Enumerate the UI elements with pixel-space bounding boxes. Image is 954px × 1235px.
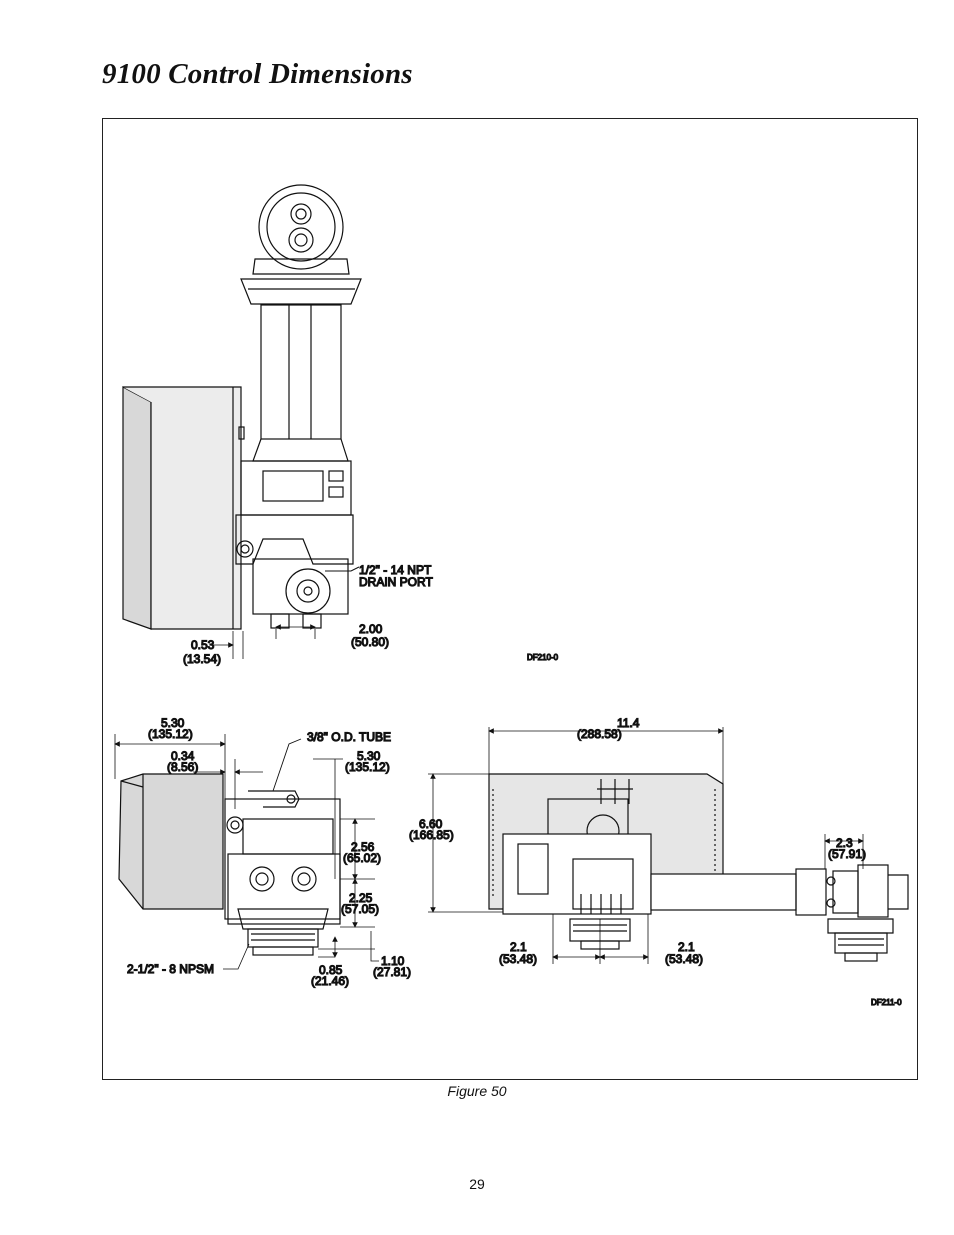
top-overall-mm: (288.58) bbox=[577, 727, 622, 741]
figure-caption: Figure 50 bbox=[447, 1083, 507, 1099]
front-h1-mm: (65.02) bbox=[343, 851, 381, 865]
riser-flange bbox=[240, 278, 362, 305]
drain-port-size-label: 1/2" - 14 NPT bbox=[359, 563, 432, 577]
inlet-port bbox=[249, 866, 275, 892]
npsm-thread bbox=[247, 928, 319, 948]
front-h2-mm: (57.05) bbox=[341, 902, 379, 916]
top-height-mm: (166.85) bbox=[409, 828, 454, 842]
front-width-mm: (135.12) bbox=[148, 727, 193, 741]
page-number: 29 bbox=[469, 1176, 485, 1192]
front-base-mm: (21.46) bbox=[311, 974, 349, 988]
front-right-mm: (135.12) bbox=[345, 760, 390, 774]
drain-port-fitting bbox=[285, 568, 331, 614]
thread-label: 2-1/2" - 8 NPSM bbox=[127, 962, 214, 976]
front-width-in: 5.30 bbox=[161, 716, 185, 730]
dim-0-53-in: 0.53 bbox=[191, 638, 215, 652]
top-view-drawing bbox=[428, 727, 909, 964]
front-offset-in: 0.34 bbox=[171, 749, 195, 763]
front-offset-mm: (8.56) bbox=[167, 760, 198, 774]
front-bottom-mm: (27.81) bbox=[373, 965, 411, 979]
valve-body bbox=[240, 460, 352, 516]
riser-tube bbox=[260, 304, 342, 440]
page-title: 9100 Control Dimensions bbox=[102, 58, 413, 90]
top-right-mm: (53.48) bbox=[665, 952, 703, 966]
top-left-in: 2.1 bbox=[510, 940, 527, 954]
meter-head bbox=[258, 184, 344, 270]
front-h2-in: 2.25 bbox=[349, 891, 373, 905]
drain-port-label: DRAIN PORT bbox=[359, 575, 433, 589]
dim-0-53-mm: (13.54) bbox=[183, 652, 221, 666]
timer-cover bbox=[122, 385, 152, 630]
side-view-drawing bbox=[122, 184, 362, 659]
top-overall-in: 11.4 bbox=[617, 716, 640, 730]
figure-frame: 1/2" - 14 NPT DRAIN PORT 0.53 (13.54) 2.… bbox=[102, 118, 918, 1080]
outlet-port bbox=[291, 866, 317, 892]
front-view-drawing bbox=[114, 734, 379, 970]
front-h1-in: 2.56 bbox=[351, 840, 375, 854]
front-bottom-in: 1.10 bbox=[381, 954, 405, 968]
dimension-drawing: 1/2" - 14 NPT DRAIN PORT 0.53 (13.54) 2.… bbox=[114, 184, 909, 1008]
front-cover bbox=[118, 773, 224, 910]
top-bypass-in: 2.3 bbox=[836, 836, 853, 850]
top-height-in: 6.60 bbox=[419, 817, 443, 831]
drawing-id-df210: DF210-0 bbox=[527, 653, 559, 662]
front-base-in: 0.85 bbox=[319, 963, 343, 977]
top-left-mm: (53.48) bbox=[499, 952, 537, 966]
top-right-in: 2.1 bbox=[678, 940, 695, 954]
front-right-in: 5.30 bbox=[357, 749, 381, 763]
drawing-id-df211: DF211-0 bbox=[871, 998, 902, 1007]
top-bypass-mm: (57.91) bbox=[828, 847, 866, 861]
dim-2-00-in: 2.00 bbox=[359, 622, 383, 636]
dim-2-00-mm: (50.80) bbox=[351, 635, 389, 649]
bypass-pipe bbox=[650, 873, 797, 911]
tube-label: 3/8" O.D. TUBE bbox=[307, 730, 391, 744]
